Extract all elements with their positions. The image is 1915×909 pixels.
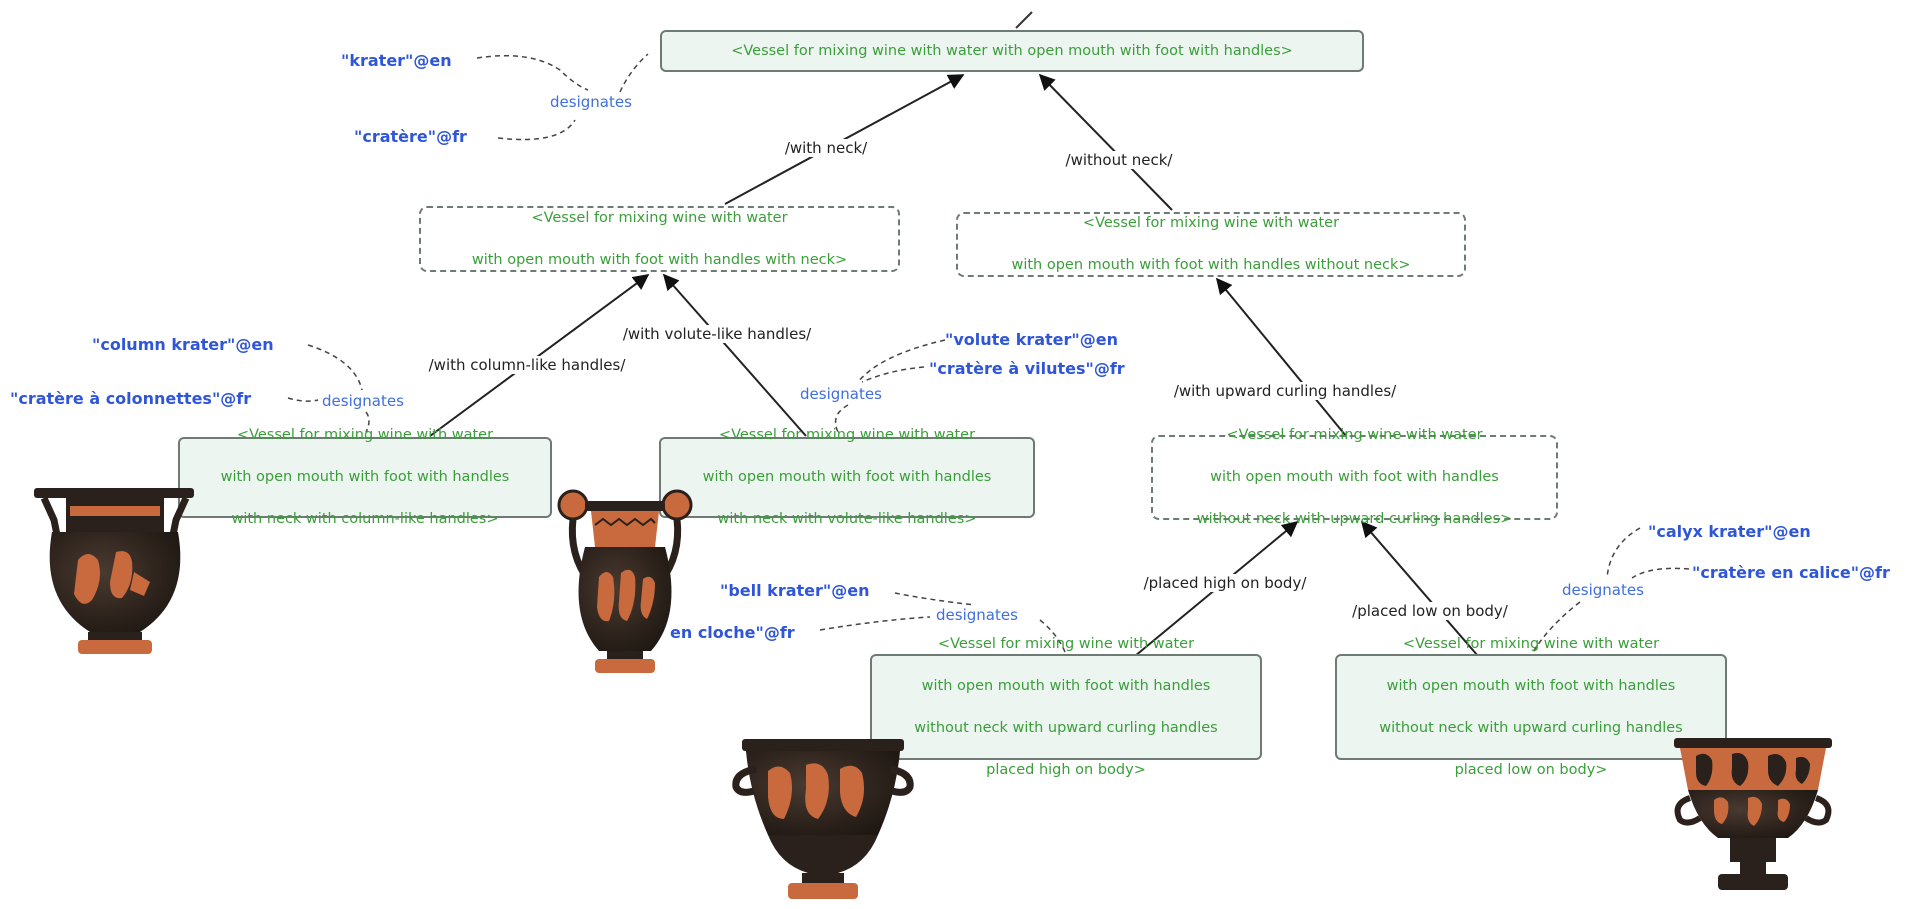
edge-label-volute-like: /with volute-like handles/ [621,325,813,343]
edge-label-placed-high: /placed high on body/ [1142,574,1308,592]
node-calyx-line-3: without neck with upward curling handles [1379,719,1683,736]
node-upward-line-2: with open mouth with foot with handles [1210,469,1499,485]
term-volute-fr: "cratère à vilutes"@fr [929,359,1125,378]
node-column-line-3: with neck with column-like handles> [231,511,499,527]
node-upward-curling: <Vessel for mixing wine with water with … [1151,427,1558,527]
designates-krater: designates [550,93,632,111]
edge-without-neck [1038,73,1173,211]
node-without-neck-line-2: with open mouth with foot with handles w… [1011,257,1411,273]
node-without-neck: <Vessel for mixing wine with water with … [956,212,1466,277]
des-bell-en-line [894,592,976,606]
des-volute-fr-line [861,366,925,383]
des-krater-target-line [619,53,649,93]
des-volute-target-line [834,404,849,433]
des-bell-fr-line [819,616,931,631]
edge-column-like [429,274,650,437]
node-krater-root-line-1: <Vessel for mixing wine with water with … [731,42,1293,59]
term-calyx-en: "calyx krater"@en [1648,522,1811,541]
node-upward-line-1: <Vessel for mixing wine with water [1226,427,1483,443]
des-calyx-en-line [1606,527,1641,579]
node-without-neck-line-1: <Vessel for mixing wine with water [1082,215,1340,231]
edge-label-column-like: /with column-like handles/ [427,356,627,374]
node-calyx-line-4: placed low on body> [1454,761,1608,778]
term-volute-en: "volute krater"@en [945,330,1118,349]
edge-volute-like [662,273,807,437]
node-upward-line-3: without neck with upward curling handles… [1196,511,1513,527]
node-bell-line-2: with open mouth with foot with handles [921,677,1211,694]
node-krater-root: <Vessel for mixing wine with water with … [660,30,1364,72]
node-with-neck-line-1: <Vessel for mixing wine with water [531,209,788,226]
node-bell-line-3: without neck with upward curling handles [914,719,1218,736]
node-column-line-1: <Vessel for mixing wine with water [236,427,494,443]
node-with-neck: <Vessel for mixing wine with water with … [419,206,900,272]
edge-top-stub [1015,11,1033,29]
edge-label-without-neck: /without neck/ [1064,151,1174,169]
des-krater-en-line [476,54,589,91]
node-column-line-2: with open mouth with foot with handles [220,469,510,485]
term-column-en: "column krater"@en [92,335,274,354]
node-volute-line-1: <Vessel for mixing wine with water [718,427,976,443]
column-krater-vase [34,488,194,654]
des-bell-target-line [1039,619,1066,653]
volute-krater-vase [557,489,693,673]
term-column-fr: "cratère à colonnettes"@fr [10,389,252,408]
des-krater-fr-line [497,119,576,141]
des-volute-en-line [857,339,946,383]
des-calyx-fr-line [1631,567,1690,579]
designates-bell: designates [936,606,1018,624]
bell-krater-vase [732,739,914,899]
edge-placed-low [1360,520,1479,657]
term-bell-en: "bell krater"@en [720,581,870,600]
node-calyx-line-2: with open mouth with foot with handles [1386,677,1676,694]
node-volute-line-3: with neck with volute-like handles> [717,511,977,527]
node-bell-line-4: placed high on body> [986,761,1146,778]
edge-label-placed-low: /placed low on body/ [1351,602,1509,620]
edge-label-with-neck: /with neck/ [783,139,869,157]
calyx-krater-vase [1674,738,1832,890]
edge-label-upward-curling: /with upward curling handles/ [1172,382,1398,400]
designates-volute: designates [800,385,882,403]
edge-upward-curling [1215,277,1347,437]
node-calyx-line-1: <Vessel for mixing wine with water [1402,635,1660,652]
des-column-en-line [307,344,363,391]
node-column-krater: <Vessel for mixing wine with water with … [178,427,552,527]
term-calyx-fr: "cratère en calice"@fr [1692,563,1890,582]
node-volute-krater: <Vessel for mixing wine with water with … [659,427,1035,527]
node-bell-line-1: <Vessel for mixing wine with water [937,635,1195,652]
des-column-target-line [365,411,370,433]
node-with-neck-line-2: with open mouth with foot with handles w… [471,251,848,268]
designates-column: designates [322,392,404,410]
node-calyx-krater: <Vessel for mixing wine with water with … [1335,636,1727,778]
node-volute-line-2: with open mouth with foot with handles [702,469,992,485]
node-bell-krater: <Vessel for mixing wine with water with … [870,636,1262,778]
term-bell-fr: en cloche"@fr [670,623,795,642]
designates-calyx: designates [1562,581,1644,599]
term-krater-en: "krater"@en [341,51,452,70]
term-krater-fr: "cratère"@fr [354,127,467,146]
des-column-fr-line [287,397,319,402]
